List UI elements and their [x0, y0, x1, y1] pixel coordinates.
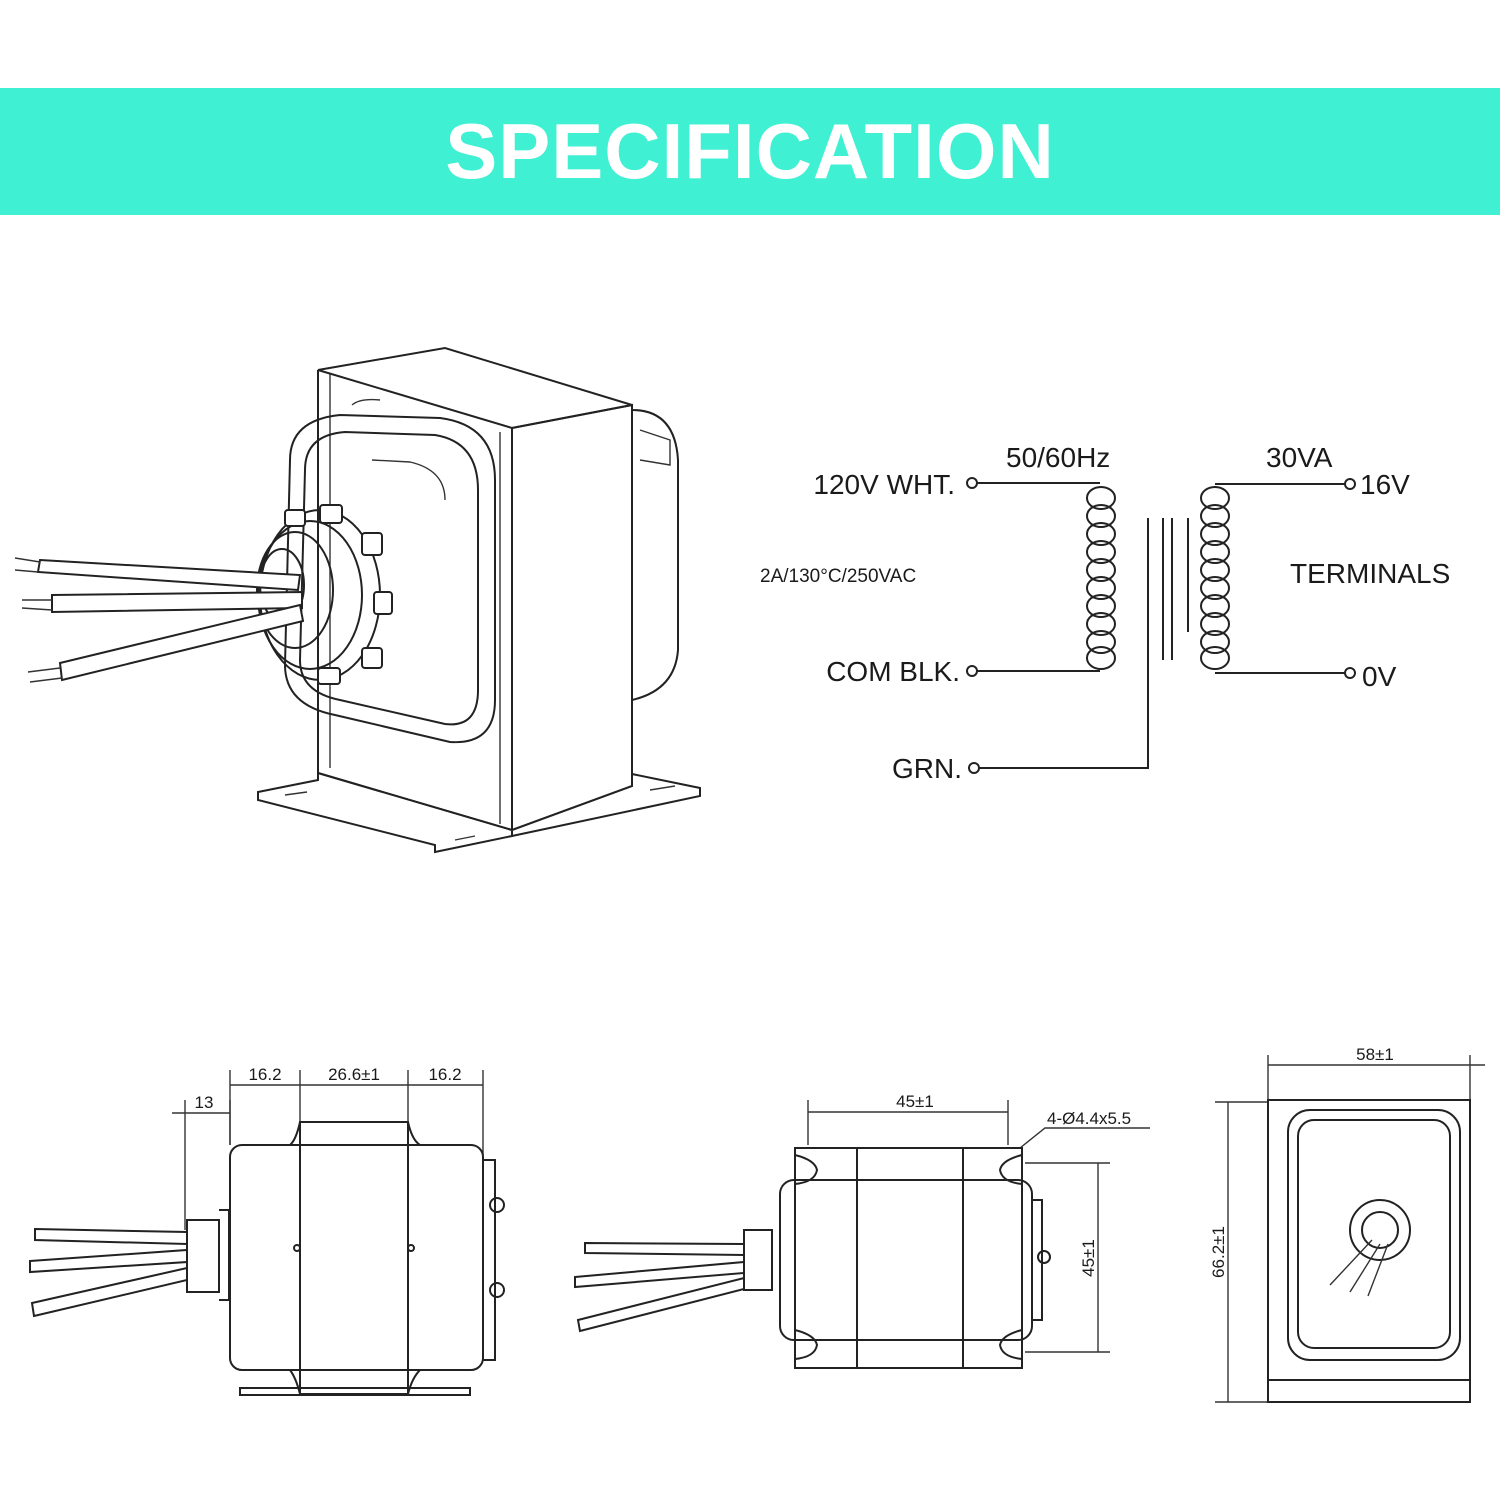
dim-top-holes: 4-Ø4.4x5.5 — [1047, 1109, 1131, 1128]
output-top-label: 16V — [1360, 469, 1410, 500]
dim-top-depth: 45±1 — [1079, 1239, 1098, 1277]
primary-coil — [1086, 486, 1116, 670]
dim-side-middle: 26.6±1 — [328, 1065, 380, 1084]
terminals-label: TERMINALS — [1290, 558, 1450, 589]
power-rating-label: 30VA — [1266, 442, 1333, 473]
page-title: SPECIFICATION — [445, 107, 1055, 195]
terminal-0v — [1344, 667, 1356, 679]
rating-label: 2A/130°C/250VAC — [760, 566, 916, 587]
wiring-schematic: 50/60Hz 30VA 120V WHT. COM BLK. GRN. 16V… — [760, 442, 1450, 784]
dim-end-height: 66.2±1 — [1209, 1226, 1228, 1278]
title-banner: SPECIFICATION — [0, 88, 1500, 215]
frequency-label: 50/60Hz — [1006, 442, 1110, 473]
terminal-16v — [1344, 478, 1356, 490]
dim-side-nipple: 13 — [195, 1093, 214, 1112]
transformer-isometric-view — [14, 346, 701, 854]
dim-side-right: 16.2 — [428, 1065, 461, 1084]
top-view: 45±1 4-Ø4.4x5.5 45±1 — [574, 1092, 1150, 1369]
ground-label: GRN. — [892, 753, 962, 784]
terminal-com — [966, 665, 978, 677]
end-view: 58±1 66.2±1 — [1209, 1045, 1485, 1403]
input-bottom-label: COM BLK. — [826, 656, 960, 687]
terminal-120v — [966, 477, 978, 489]
input-top-label: 120V WHT. — [813, 469, 955, 500]
side-view: 16.2 26.6±1 16.2 13 — [29, 1065, 505, 1396]
dim-end-width: 58±1 — [1356, 1045, 1394, 1064]
terminal-grn — [968, 762, 980, 774]
output-bottom-label: 0V — [1362, 661, 1397, 692]
secondary-coil — [1200, 486, 1230, 670]
dim-top-width: 45±1 — [896, 1092, 934, 1111]
dim-side-left: 16.2 — [248, 1065, 281, 1084]
